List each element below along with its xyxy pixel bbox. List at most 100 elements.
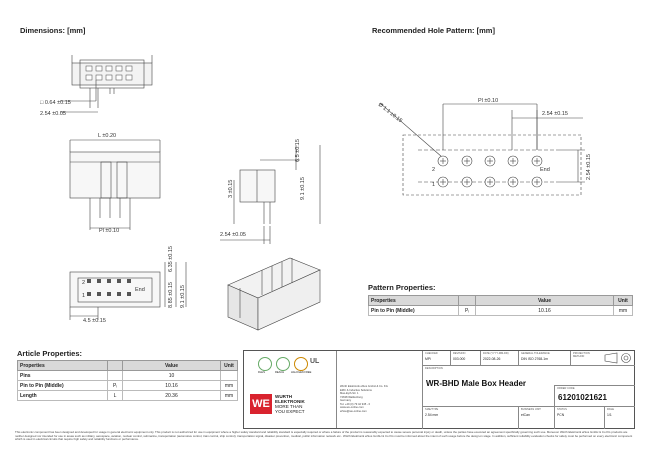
dimensions-heading: Dimensions: [mm] [20, 26, 86, 35]
address-line: eiSos@we-online.com [340, 409, 367, 413]
revision-value: 003.000 [453, 357, 466, 361]
ul-icon: UL [310, 358, 320, 365]
table-row: Length L 20.36 mm [17, 390, 238, 401]
date-label: DATE (YYYY-MM-DD) [483, 352, 509, 355]
article-cell-property: Length [17, 390, 108, 401]
address-line: 74638 Waldenburg [340, 395, 363, 399]
dim-pitch-label: 2.54 ±0.05 [40, 111, 66, 117]
projection-label: PROJECTION METHOD [573, 352, 590, 358]
article-properties-table: Properties Value Unit Pins 10 Pin to Pin… [17, 360, 238, 401]
title-block: UL RoHS REACH HALOGEN FREE WE WURTH ELEK… [243, 350, 635, 429]
article-cell-value: 20.36 [122, 390, 221, 401]
article-cell-symbol: L [107, 390, 123, 401]
address-cell: Würth Elektronik eiSos GmbH & Co. KG EMC… [336, 351, 423, 428]
pattern-cell-symbol: Pᵢ [458, 305, 476, 316]
dim-square-label: □ 0.64 ±0.15 [40, 100, 71, 106]
hole-pattern-heading: Recommended Hole Pattern: [mm] [372, 26, 495, 35]
order-code-label: ORDER CODE [557, 387, 575, 390]
tolerance-label: GENERAL TOLERANCE [521, 352, 550, 355]
article-properties-heading: Article Properties: [17, 349, 83, 358]
tolerance-cell: GENERAL TOLERANCE DIN ISO 2768-1m [518, 351, 571, 365]
date-value: 2022-08-26 [483, 357, 501, 361]
article-cell-unit: mm [220, 380, 238, 391]
product-title: WR-BHD Male Box Header [426, 379, 527, 388]
table-row: Pin to Pin (Middle) Pᵢ 10.16 mm [368, 305, 633, 316]
projection-cell: PROJECTION METHOD [570, 351, 635, 365]
hole-pin1-label: 1 [432, 182, 435, 188]
address-line: Germany [340, 399, 352, 402]
pattern-header-properties: Properties [368, 295, 459, 306]
status-value: PCN [557, 413, 565, 417]
we-logo-icon: WE [250, 394, 272, 414]
pattern-properties-table: Properties Value Unit Pin to Pin (Middle… [368, 295, 633, 316]
disclaimer-text: This electronic component has been desig… [15, 430, 633, 442]
hole-pin2-label: 2 [432, 167, 435, 173]
dim-91b-label: 9.1 ±0.15 [180, 285, 186, 308]
address-line: Würth Elektronik eiSos GmbH & Co. KG [340, 385, 388, 388]
checked-cell: CHECKED MPi [422, 351, 451, 365]
article-cell-symbol: Pᵢ [107, 380, 123, 391]
size-value: 2.54 mm [425, 413, 439, 417]
reach-label: REACH [275, 371, 285, 374]
dim-width-label: 2.54 ±0.05 [220, 232, 246, 238]
company-wordmark: WURTH ELEKTRONIK MORE THAN YOU EXPECT [275, 394, 305, 414]
dim-pin1-label: 1 [82, 293, 85, 299]
pattern-header-unit: Unit [613, 295, 633, 306]
tolerance-value: DIN ISO 2768-1m [521, 357, 548, 361]
page-label: PAGE [607, 408, 615, 411]
article-cell-value: 10 [122, 370, 221, 381]
article-cell-value: 10.16 [122, 380, 221, 391]
order-code-cell: ORDER CODE 61201021621 [554, 385, 635, 407]
revision-cell: REVISION 003.000 [450, 351, 481, 365]
hole-pitch-label: 2.54 ±0.15 [542, 111, 568, 117]
halogen-label: HALOGEN FREE [291, 371, 312, 374]
dim-end-label: End [135, 287, 145, 293]
dim-91-label: 9.1 ±0.15 [300, 177, 306, 200]
rohs-icon [258, 357, 272, 371]
hole-end-label: End [540, 167, 550, 173]
pattern-cell-unit: mm [613, 305, 633, 316]
article-cell-unit [220, 370, 238, 381]
dim-885-label: 8.85 ±0.15 [168, 282, 174, 308]
dim-45-label: 4.5 ±0.15 [83, 318, 106, 324]
order-code: 61201021621 [558, 393, 607, 402]
page-value: 1/1 [607, 413, 612, 417]
table-row: Pin to Pin (Middle) Pᵢ 10.16 mm [17, 380, 238, 391]
dim-635-label: 6.35 ±0.15 [168, 246, 174, 272]
business-unit-label: BUSINESS UNIT [521, 408, 541, 411]
address-line: Tel. +49 (0) 79 42 945 - 0 [340, 402, 371, 406]
article-header-symbol [107, 360, 123, 371]
article-header-value: Value [122, 360, 221, 371]
projection-icon [604, 352, 631, 364]
logo-line2: ELEKTRONIK [275, 399, 305, 404]
hole-dia-label: Ø 1.1 ±0.15 [377, 102, 403, 124]
hole-pl-label: Pl ±0.10 [478, 98, 498, 104]
table-row: Pins 10 [17, 370, 238, 381]
article-header-unit: Unit [220, 360, 238, 371]
company-address: Würth Elektronik eiSos GmbH & Co. KG EMC… [340, 385, 388, 413]
size-cell: SIZE/TYPE 2.54 mm [422, 406, 519, 429]
hole-pitch-v-label: 2.54 ±0.15 [586, 154, 592, 180]
certification-icons: UL RoHS REACH HALOGEN FREE [258, 357, 328, 379]
pattern-cell-value: 10.16 [475, 305, 614, 316]
article-cell-symbol [107, 370, 123, 381]
article-cell-property: Pins [17, 370, 108, 381]
pattern-properties-heading: Pattern Properties: [368, 283, 436, 292]
business-unit-cell: BUSINESS UNIT eiCan [518, 406, 555, 429]
reach-icon [276, 357, 290, 371]
status-cell: STATUS PCN [554, 406, 605, 429]
logo-line3: MORE THAN [275, 404, 303, 409]
article-cell-property: Pin to Pin (Middle) [17, 380, 108, 391]
dim-65-label: 6.5 ±0.15 [295, 139, 301, 162]
pattern-header-symbol [458, 295, 476, 306]
size-label: SIZE/TYPE [425, 408, 439, 411]
pattern-cell-property: Pin to Pin (Middle) [368, 305, 459, 316]
article-cell-unit: mm [220, 390, 238, 401]
address-line: www.we-online.com [340, 406, 364, 409]
description-cell: DESCRIPTION WR-BHD Male Box Header [422, 365, 635, 407]
page-cell: PAGE 1/1 [604, 406, 635, 429]
article-header-properties: Properties [17, 360, 108, 371]
date-cell: DATE (YYYY-MM-DD) 2022-08-26 [480, 351, 519, 365]
